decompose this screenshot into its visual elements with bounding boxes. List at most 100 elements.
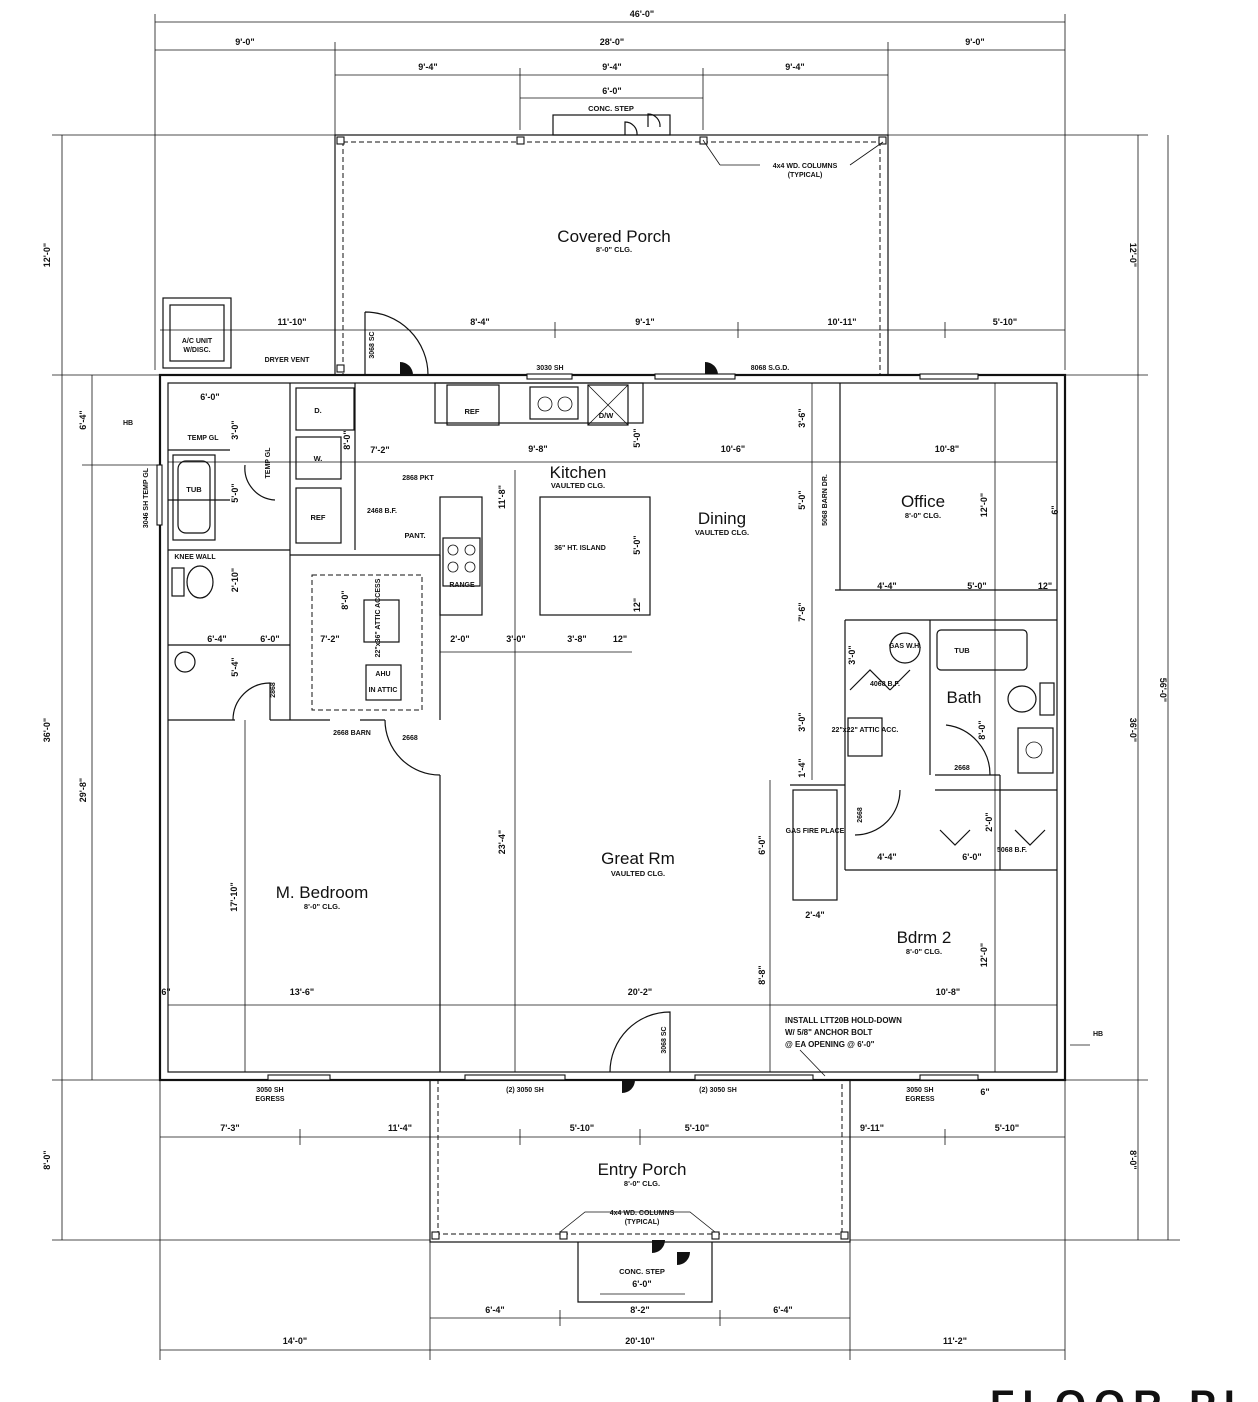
label-gas-wh: GAS W.H. (889, 643, 921, 650)
dim-gr-w: 20'-2" (628, 987, 652, 997)
dim-lav-d: 5'-4" (230, 657, 240, 676)
label-barn-dr: 5068 BARN DR. (822, 474, 829, 526)
label-temp-gl-1: TEMP GL (188, 435, 220, 442)
dim-k-d: 12" (613, 634, 627, 644)
windows (156, 373, 979, 1081)
dim-bot-total-a: 14'-0" (283, 1336, 307, 1346)
dim-porch-bay-3: 9'-4" (785, 62, 804, 72)
label-barn-door: 2668 BARN (333, 730, 371, 737)
ac-unit (162, 297, 232, 369)
dim-island-gap: 12" (632, 598, 642, 612)
dim-lower-d: 9'-11" (860, 1123, 884, 1133)
dim-porch-bay-2: 9'-4" (602, 62, 621, 72)
dim-bot-total-b: 20'-10" (625, 1336, 654, 1346)
dim-bd2-w: 10'-8" (936, 987, 960, 997)
label-tub-bath: TUB (954, 646, 970, 655)
label-attic-access: 22"x36" ATTIC ACCESS (375, 578, 382, 657)
dim-tub-d: 5'-0" (230, 483, 240, 502)
label-egress-window-left: 3050 SH (256, 1087, 283, 1094)
label-twin-window-left: (2) 3050 SH (506, 1087, 544, 1094)
dim-right-inner: 36'-0" (1128, 718, 1138, 742)
label-pkt-door: 2868 PKT (402, 475, 434, 482)
label-ref-kitchen: REF (465, 407, 480, 416)
dim-office-b: 5'-0" (967, 581, 986, 591)
lower-dimension-string (160, 1129, 1065, 1145)
dim-left-b: 29'-8" (78, 778, 88, 802)
dim-lower-c: 5'-10" (570, 1123, 594, 1133)
dim-cl-c: 2'-0" (984, 812, 994, 831)
dim-bot-a-right: 6'-4" (773, 1305, 792, 1315)
room-bdrm2-clg: 8'-0" CLG. (906, 947, 942, 956)
note-install-1: INSTALL LTT20B HOLD-DOWN (785, 1016, 902, 1025)
dim-lower-b: 11'-4" (388, 1123, 412, 1133)
note-install-leader (799, 1049, 826, 1077)
label-dryer: D. (314, 406, 322, 415)
label-bifold-2468: 2468 B.F. (367, 508, 397, 515)
label-window-3046: 3046 SH TEMP GL (143, 467, 150, 528)
dim-k-b: 3'-0" (506, 634, 525, 644)
dim-left-total: 36'-0" (42, 718, 52, 742)
dim-upper-b: 8'-4" (470, 317, 489, 327)
label-range: RANGE (449, 582, 475, 589)
dim-office-12: 12" (1038, 581, 1052, 591)
label-door-3068sc-top: 3068 SC (369, 331, 376, 358)
dim-kitchen-d: 11'-8" (497, 485, 507, 509)
label-typical-bottom: (TYPICAL) (625, 1219, 660, 1226)
dim-office-d: 12'-0" (979, 493, 989, 517)
room-covered-porch-clg: 8'-0" CLG. (596, 245, 632, 254)
room-great-rm: Great Rm (601, 849, 675, 868)
dim-office-w: 10'-8" (935, 444, 959, 454)
room-kitchen: Kitchen (550, 463, 607, 482)
label-bifold-4068: 4068 B.F. (870, 681, 900, 688)
room-entry-porch-clg: 8'-0" CLG. (624, 1179, 660, 1188)
interior-dimension-lines (168, 383, 1057, 1072)
dim-fp-w: 2'-4" (805, 910, 824, 920)
dim-fp-d: 6'-0" (757, 835, 767, 854)
bottom-dimension-strings (159, 1080, 1066, 1360)
label-columns-bottom: 4x4 WD. COLUMNS (610, 1210, 675, 1217)
dim-left-a: 6'-4" (78, 410, 88, 429)
dim-upper-e: 5'-10" (993, 317, 1017, 327)
dim-island-d: 5'-0" (632, 535, 642, 554)
house-exterior-walls (158, 373, 1067, 1082)
label-knee-wall: KNEE WALL (174, 554, 216, 561)
dim-porch-bay-1: 9'-4" (418, 62, 437, 72)
label-twin-window-right: (2) 3050 SH (699, 1087, 737, 1094)
label-hb-right: HB (1093, 1031, 1103, 1038)
dim-attic-d: 8'-0" (342, 430, 352, 449)
dim-top-total: 46'-0" (630, 9, 654, 19)
interior-walls (168, 382, 1057, 1072)
label-ahu: AHU (375, 671, 390, 678)
dim-bd2-d: 12'-0" (979, 943, 989, 967)
dim-hall-e: 8'-8" (757, 965, 767, 984)
dim-corner-4: 6" (980, 1087, 989, 1097)
dim-bath-w2: 6'-0" (260, 634, 279, 644)
label-egress-right: EGRESS (905, 1096, 935, 1103)
dim-bath-wall: 3'-0" (797, 712, 807, 731)
label-conc-step-bottom: CONC. STEP (619, 1267, 665, 1276)
dim-lower-a: 7'-3" (220, 1123, 239, 1133)
dim-office-6: 6" (1050, 505, 1060, 514)
label-island: 36" HT. ISLAND (554, 545, 606, 552)
room-covered-porch: Covered Porch (557, 227, 670, 246)
dim-shower-w: 6'-0" (200, 392, 219, 402)
dim-bottom-porch-left: 8'-0" (42, 1150, 52, 1169)
label-pantry: PANT. (404, 531, 425, 540)
dim-bath-d2: 8'-0" (977, 720, 987, 739)
room-dining-clg: VAULTED CLG. (695, 528, 749, 537)
room-kitchen-clg: VAULTED CLG. (551, 481, 605, 490)
label-dishwasher: D/W (599, 411, 615, 420)
dim-lower-e: 5'-10" (995, 1123, 1019, 1133)
label-washer: W. (314, 454, 323, 463)
label-dryer-vent: DRYER VENT (265, 357, 311, 364)
label-window-3030: 3030 SH (536, 365, 563, 372)
dim-dining-w: 10'-6" (721, 444, 745, 454)
door-swings (232, 311, 1046, 1073)
dim-hall-d: 7'-6" (797, 602, 807, 621)
fixtures (171, 384, 1055, 774)
label-sgd: 8068 S.G.D. (751, 365, 790, 372)
dim-bath-d: 3'-0" (847, 645, 857, 664)
dim-top-left: 9'-0" (235, 37, 254, 47)
label-conc-step-top: CONC. STEP (588, 104, 634, 113)
